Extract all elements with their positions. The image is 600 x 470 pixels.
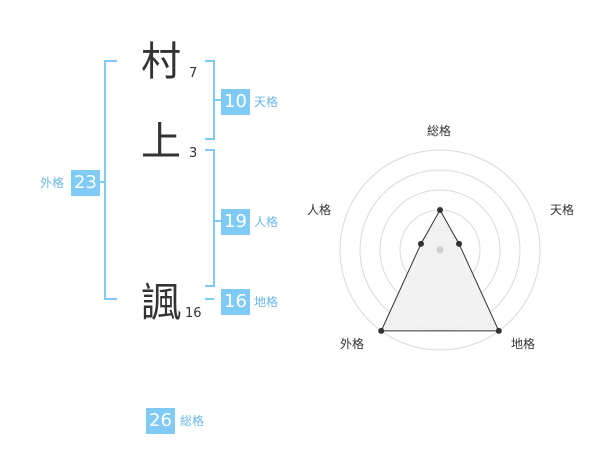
tenkaku-label: 天格: [254, 95, 279, 109]
radar-label-chikaku: 地格: [511, 337, 536, 351]
radar-point-1: [456, 240, 463, 247]
name-char-1: 村: [141, 39, 181, 85]
chikaku-value: 16: [221, 289, 250, 315]
radar-label-jinkaku: 人格: [307, 203, 332, 217]
radar-chart: [339, 149, 541, 351]
stroke-count-2: 3: [189, 146, 198, 161]
radar-point-3: [378, 327, 385, 334]
radar-point-0: [437, 207, 443, 213]
radar-point-2: [495, 327, 502, 334]
stroke-count-1: 7: [189, 66, 198, 81]
jinkaku-bracket: [205, 149, 215, 287]
tenkaku-value: 10: [221, 89, 250, 115]
name-char-3: 諷: [141, 280, 181, 326]
radar-center-dot: [436, 246, 444, 254]
radar-label-tenkaku: 天格: [550, 203, 575, 217]
jinkaku-value: 19: [221, 209, 250, 235]
tenkaku-bracket: [205, 60, 215, 140]
gaikaku-value: 23: [71, 170, 100, 196]
chikaku-label: 地格: [254, 295, 279, 309]
radar-label-soukaku: 総格: [427, 124, 452, 138]
stroke-count-3: 16: [185, 306, 202, 321]
name-char-2: 上: [141, 119, 181, 165]
soukaku-label: 総格: [180, 414, 205, 428]
radar-label-gaikaku: 外格: [340, 337, 365, 351]
gaikaku-bracket: [104, 60, 117, 300]
gaikaku-label: 外格: [40, 176, 65, 190]
radar-value-polygon: [380, 208, 500, 332]
jinkaku-label: 人格: [254, 215, 279, 229]
radar-point-4: [417, 240, 424, 247]
soukaku-value: 26: [146, 408, 175, 434]
bracket-lines: [97, 60, 221, 300]
